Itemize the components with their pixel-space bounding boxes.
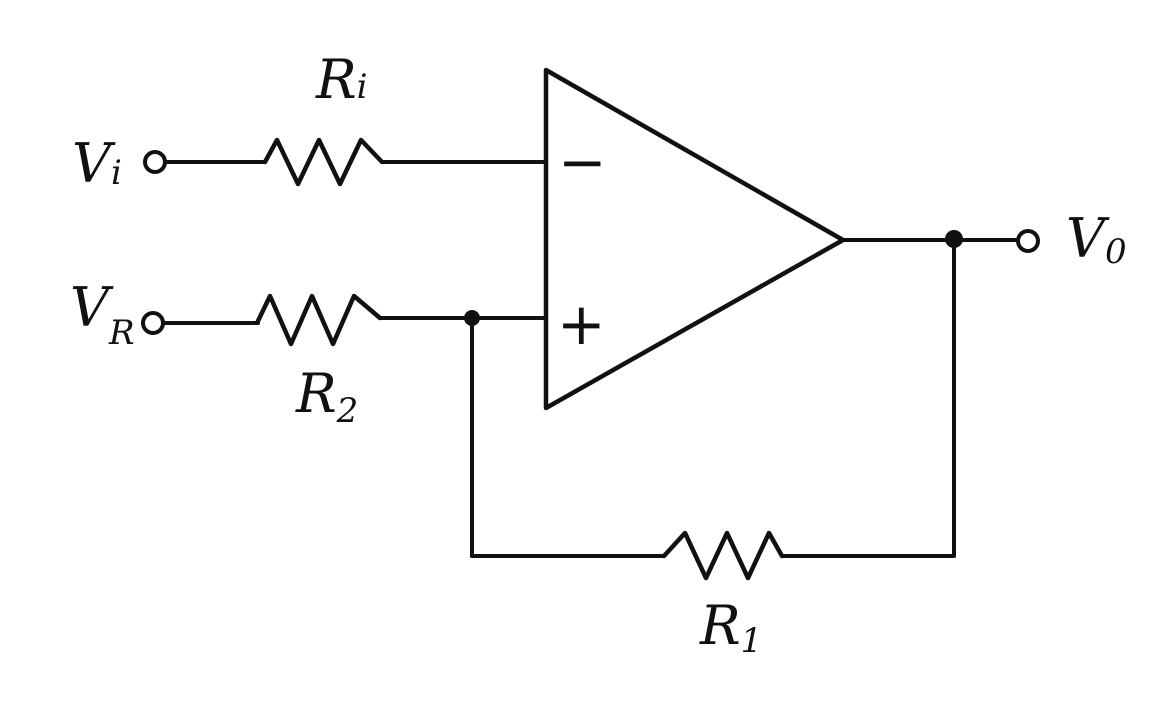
op-amp-triangle <box>543 67 846 411</box>
noninverting-input-sign: + <box>557 290 606 358</box>
label-vr-sub: R <box>108 313 135 353</box>
label-vi-main: V <box>72 132 116 195</box>
junction-output <box>945 230 963 248</box>
label-r1-sub: 1 <box>741 621 763 661</box>
label-vo-main: V <box>1066 207 1110 270</box>
label-vr: VR <box>70 276 135 353</box>
label-r2-sub: 2 <box>336 391 359 431</box>
vi-input-terminal <box>143 150 167 174</box>
label-vo-sub: 0 <box>1105 232 1127 272</box>
label-r1-main: R <box>699 594 741 657</box>
label-vr-main: V <box>70 276 114 339</box>
vr-input-terminal <box>141 311 165 335</box>
label-vi: Vi <box>72 132 122 195</box>
feedback-loop <box>470 238 956 581</box>
label-r1: R1 <box>699 594 762 661</box>
vr-branch <box>141 293 547 347</box>
output-branch <box>841 229 1040 253</box>
label-ri-sub: i <box>357 67 368 107</box>
label-ri-main: R <box>315 48 357 111</box>
resistor-r2 <box>255 293 383 347</box>
resistor-ri <box>262 137 385 187</box>
label-ri: Ri <box>315 48 368 111</box>
label-vo: V0 <box>1066 207 1127 272</box>
label-r2: R2 <box>295 362 358 431</box>
inverting-input-sign: − <box>558 128 607 196</box>
vo-output-terminal <box>1016 229 1040 253</box>
junction-noninverting <box>464 310 480 326</box>
resistor-r1 <box>661 530 785 581</box>
vi-branch <box>143 137 547 187</box>
label-r2-main: R <box>295 362 337 425</box>
label-vi-sub: i <box>111 153 122 193</box>
